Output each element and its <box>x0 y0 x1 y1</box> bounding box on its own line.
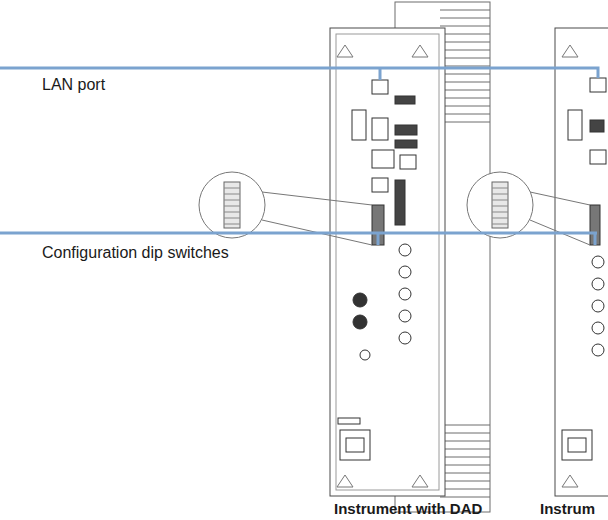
lan-connector <box>590 78 606 92</box>
part-label: LAN port <box>42 76 105 94</box>
leader-lines <box>0 68 598 245</box>
cooling-fins <box>440 10 490 497</box>
dip-switch <box>590 205 600 245</box>
dip-switch <box>372 205 384 245</box>
lan-connector <box>372 80 388 94</box>
power-inlet <box>340 430 370 460</box>
caption-label: Instrument with DAD <box>334 500 482 518</box>
rear-panel <box>555 28 608 496</box>
rear-panel <box>330 28 445 496</box>
magnifier-circle <box>199 172 265 238</box>
power-inlet <box>562 430 592 460</box>
bnc-connectors <box>353 244 411 360</box>
caption-label: Instrum <box>540 500 595 518</box>
magnifier-circle <box>467 172 533 238</box>
part-label: Configuration dip switches <box>42 244 229 262</box>
